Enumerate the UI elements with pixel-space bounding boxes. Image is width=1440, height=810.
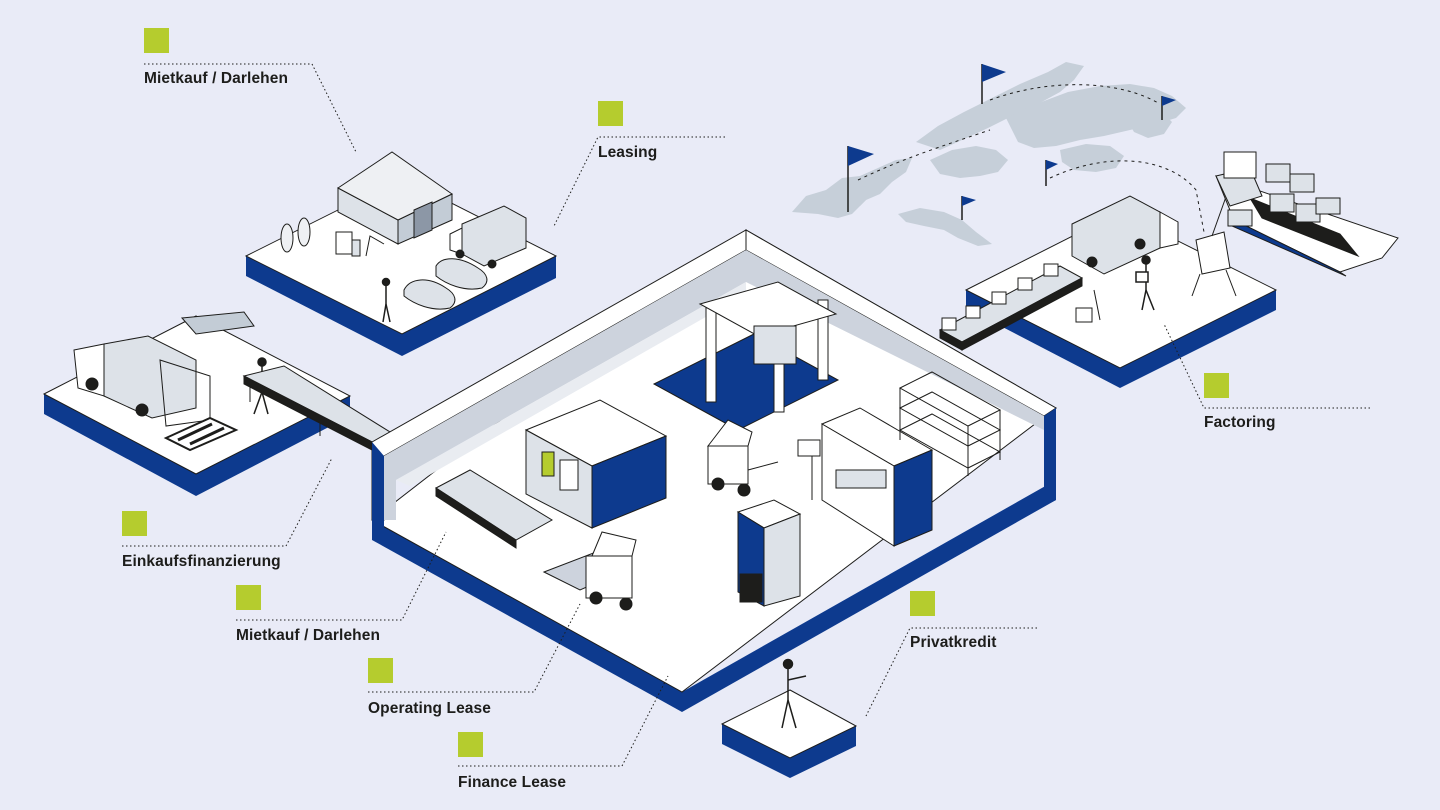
- marker-square: [144, 28, 169, 53]
- callout-label: Mietkauf / Darlehen: [236, 627, 381, 644]
- marker-square: [368, 658, 393, 683]
- cars: [403, 258, 488, 310]
- trade-routes: [857, 84, 1205, 233]
- factory-equipment: [435, 281, 1002, 611]
- leader-lines: [122, 63, 1370, 767]
- platform-goods-inbound: [42, 311, 352, 496]
- platform-private-customer: [720, 658, 858, 778]
- callout-label: Einkaufsfinanzierung: [122, 553, 281, 570]
- marker-square: [910, 591, 935, 616]
- platform-warehouse-yard: [244, 151, 558, 356]
- callout-label: Operating Lease: [368, 700, 491, 717]
- cargo-ship: [1215, 151, 1399, 277]
- map-flags: [847, 64, 1176, 220]
- callout-label: Mietkauf / Darlehen: [144, 70, 289, 87]
- callout-label: Factoring: [1204, 414, 1276, 431]
- marker-square: [122, 511, 147, 536]
- trees: [280, 217, 311, 253]
- small-machine: [335, 231, 385, 257]
- marker-square: [598, 101, 623, 126]
- truck-outbound: [1071, 195, 1179, 275]
- truck-yard: [449, 205, 527, 269]
- person-yard: [381, 277, 391, 323]
- conveyor-outbound: [938, 263, 1084, 351]
- worker-boxes: [1135, 255, 1155, 311]
- callout-label: Finance Lease: [458, 774, 567, 791]
- callout-label: Leasing: [598, 144, 658, 161]
- floor-marking: [163, 416, 239, 452]
- callout-label: Privatkredit: [910, 634, 997, 651]
- truck-inbound: [73, 335, 211, 427]
- marker-square: [236, 585, 261, 610]
- marker-square: [458, 732, 483, 757]
- conveyor-inbound: [242, 365, 391, 453]
- world-map: [792, 62, 1186, 246]
- person-private: [781, 658, 807, 729]
- hand-truck: [1075, 289, 1101, 323]
- pallet: [180, 311, 255, 335]
- storage-hall: [337, 151, 453, 245]
- marker-square: [1204, 373, 1229, 398]
- platform-outbound-logistics: [964, 179, 1278, 388]
